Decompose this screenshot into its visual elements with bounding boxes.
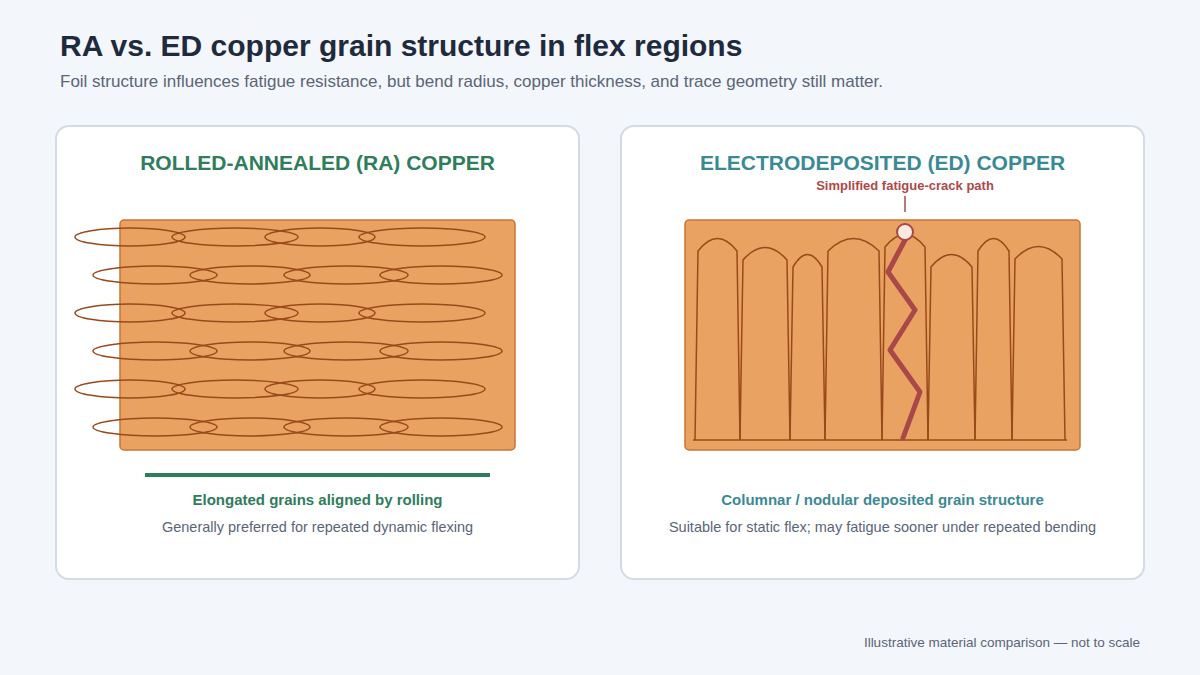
grain: [825, 239, 882, 441]
usage-note: Generally preferred for repeated dynamic…: [67, 519, 568, 535]
copper-foil: [685, 220, 1080, 450]
grain: [93, 418, 217, 436]
callout-label: Simplified fatigue-crack path: [765, 178, 1045, 193]
grain: [190, 342, 310, 360]
panel-heading: ELECTRODEPOSITED (ED) COPPER: [632, 151, 1133, 175]
accent-rule: [145, 473, 490, 477]
grain: [975, 239, 1012, 441]
grain: [172, 228, 298, 246]
columnar-grains: [693, 235, 1067, 441]
subtitle: Foil structure influences fatigue resist…: [60, 72, 883, 92]
grain: [380, 418, 502, 436]
structure-label: Elongated grains aligned by rolling: [67, 491, 568, 508]
grain: [740, 248, 790, 441]
grain: [172, 304, 298, 322]
grain: [928, 255, 975, 441]
crack-origin: [897, 224, 913, 240]
grain: [93, 342, 217, 360]
grain: [172, 380, 298, 398]
grain: [1012, 247, 1065, 441]
material-panel: ROLLED-ANNEALED (RA) COPPER Elongated gra…: [55, 125, 580, 580]
grain: [359, 380, 485, 398]
grain: [75, 228, 185, 246]
grain: [190, 418, 310, 436]
grain: [284, 342, 408, 360]
grain: [790, 255, 825, 441]
grain: [284, 266, 408, 284]
grain: [190, 266, 310, 284]
footnote: Illustrative material comparison — not t…: [740, 635, 1140, 650]
grain: [93, 266, 217, 284]
panel-heading: ROLLED-ANNEALED (RA) COPPER: [67, 151, 568, 175]
usage-note: Suitable for static flex; may fatigue so…: [632, 519, 1133, 535]
grain-base: [693, 439, 1067, 441]
grain: [359, 304, 485, 322]
grain: [265, 304, 375, 322]
copper-foil: [120, 220, 515, 450]
fatigue-crack: [888, 240, 920, 438]
ra-foil: [75, 220, 515, 475]
material-panel: ELECTRODEPOSITED (ED) COPPER Columnar / n…: [620, 125, 1145, 580]
grain: [380, 266, 502, 284]
grain: [380, 342, 502, 360]
structure-label: Columnar / nodular deposited grain struc…: [632, 491, 1133, 508]
grain: [75, 380, 185, 398]
elongated-grains: [75, 228, 502, 436]
grain: [265, 380, 375, 398]
leader-line: [904, 196, 906, 212]
grain: [75, 304, 185, 322]
grain: [359, 228, 485, 246]
ed-foil: [685, 196, 1080, 450]
grain: [265, 228, 375, 246]
grain: [695, 239, 740, 441]
grain: [882, 235, 928, 441]
grain: [284, 418, 408, 436]
diagram-title: RA vs. ED copper grain structure in flex…: [60, 29, 742, 63]
